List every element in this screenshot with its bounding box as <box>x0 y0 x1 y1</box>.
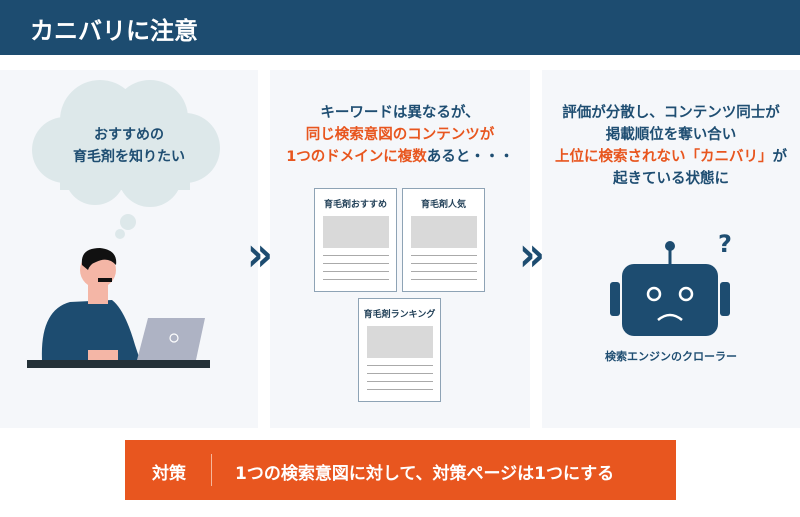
arrow-icon: » <box>519 227 545 283</box>
crawler-description: 評価が分散し、コンテンツ同士が 掲載順位を奪い合い 上位に検索されない「カニバリ… <box>555 105 787 187</box>
robot-icon <box>610 241 730 336</box>
thought-cloud-icon <box>32 80 220 239</box>
question-mark: ? <box>718 230 732 258</box>
robot-label: 検索エンジンのクローラー <box>605 350 737 363</box>
page-document: 育毛剤人気 <box>402 188 485 292</box>
arrow-icon: » <box>247 227 273 283</box>
header: カニバリに注意 <box>0 0 800 55</box>
domain-description: キーワードは異なるが、 同じ検索意図のコンテンツが 1つのドメインに複数あると・… <box>286 105 514 165</box>
divider <box>211 454 212 486</box>
page-document: 育毛剤おすすめ <box>314 188 397 292</box>
solution-banner: 対策 1つの検索意図に対して、対策ページは1つにする <box>125 440 676 500</box>
user-illustration <box>27 80 220 368</box>
page-title: カニバリに注意 <box>30 17 198 45</box>
page-document: 育毛剤ランキング <box>358 298 441 402</box>
panel-user: おすすめの育毛剤を知りたい <box>0 70 258 428</box>
solution-label: 対策 <box>152 464 186 484</box>
thought-text: おすすめの育毛剤を知りたい <box>73 127 185 165</box>
solution-text: 1つの検索意図に対して、対策ページは1つにする <box>235 464 615 484</box>
panel-crawler: 評価が分散し、コンテンツ同士が 掲載順位を奪い合い 上位に検索されない「カニバリ… <box>542 70 800 428</box>
